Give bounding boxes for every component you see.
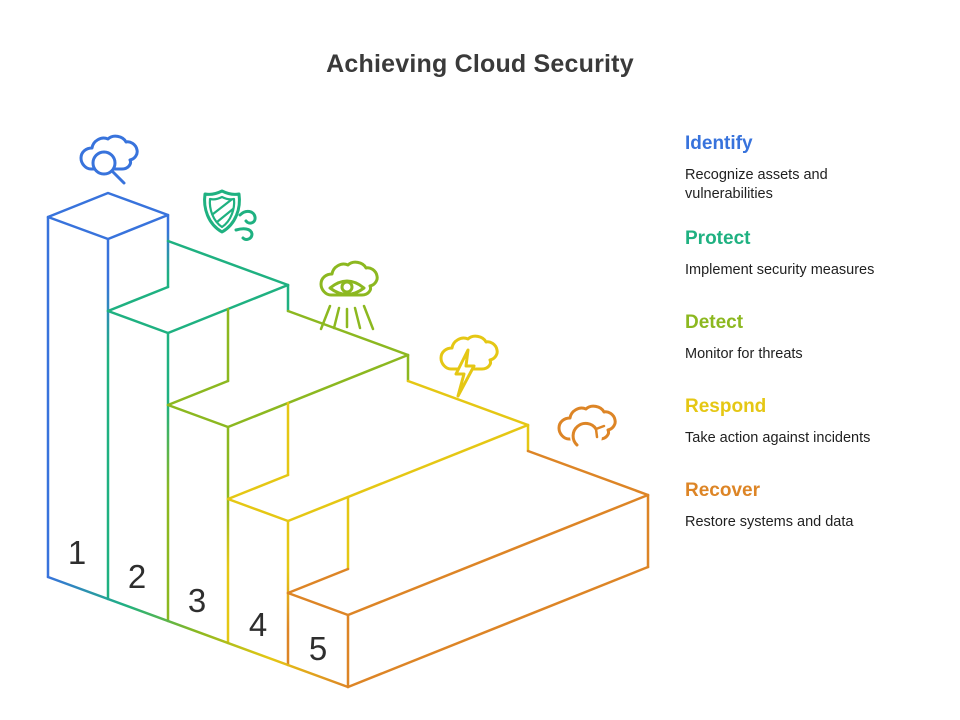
legend-item-recover: Recover Restore systems and data	[685, 480, 913, 532]
staircase	[46, 191, 650, 689]
legend-heading-recover: Recover	[685, 480, 760, 501]
page-title: Achieving Cloud Security	[326, 50, 634, 78]
step-block-3	[166, 307, 410, 645]
legend-desc-respond: Take action against incidents	[685, 430, 871, 446]
cloud-refresh-icon	[557, 404, 617, 452]
step-number-3: 3	[187, 582, 207, 619]
legend-heading-detect: Detect	[685, 312, 744, 333]
legend-desc-recover: Restore systems and data	[685, 514, 854, 530]
legend-item-identify: Identify Recognize assets and vulnerabil…	[685, 133, 913, 204]
step-block-2	[106, 239, 290, 623]
legend-desc-protect: Implement security measures	[685, 262, 875, 278]
step-number-2: 2	[127, 558, 147, 595]
shield-wind-icon	[203, 189, 257, 241]
legend-item-detect: Detect Monitor for threats	[685, 312, 913, 364]
step-number-1: 1	[67, 534, 87, 571]
cloud-eye-icon	[319, 260, 379, 331]
step-block-1	[46, 191, 170, 601]
step-block-5	[286, 449, 650, 689]
legend-item-protect: Protect Implement security measures	[685, 228, 913, 280]
legend-heading-protect: Protect	[685, 228, 751, 249]
legend-heading-respond: Respond	[685, 396, 767, 417]
legend-desc-detect: Monitor for threats	[685, 346, 803, 362]
legend-desc-identify: Recognize assets and vulnerabilities	[685, 167, 828, 202]
step-number-5: 5	[308, 630, 328, 667]
cloud-search-icon	[79, 134, 139, 185]
staircase-bottom-edge	[46, 575, 350, 689]
step-number-4: 4	[248, 606, 268, 643]
cloud-lightning-icon	[439, 334, 499, 398]
legend-heading-identify: Identify	[685, 133, 753, 154]
legend-item-respond: Respond Take action against incidents	[685, 396, 913, 448]
